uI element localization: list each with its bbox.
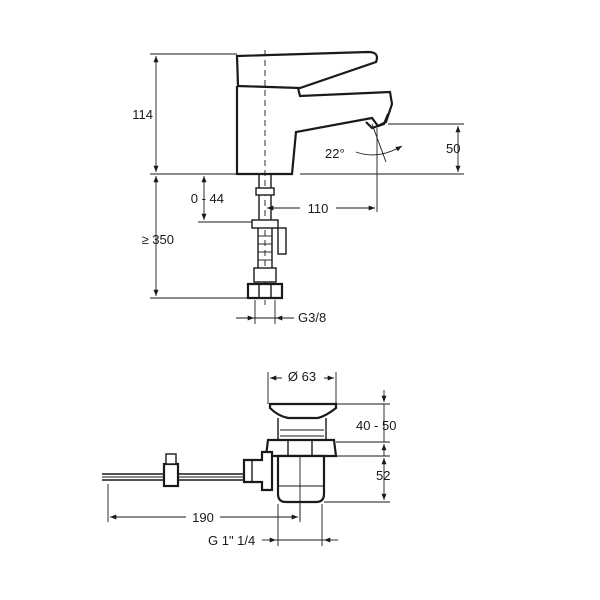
dim-4050-label: 40 - 50 <box>356 418 396 433</box>
dim-d63-label: Ø 63 <box>288 369 316 384</box>
waste-plug <box>268 402 338 420</box>
dim-350-label: ≥ 350 <box>142 232 174 247</box>
lever-handle <box>235 50 379 90</box>
waste-nut <box>264 438 338 458</box>
spout-tip <box>365 113 390 130</box>
dim-044-label: 0 - 44 <box>191 191 224 206</box>
dim-52-label: 52 <box>376 468 390 483</box>
side-connector <box>242 450 274 492</box>
angle-label: 22° <box>325 146 345 161</box>
angle-arc <box>355 145 403 156</box>
faucet-body <box>235 86 394 176</box>
dim-110-label: 110 <box>308 201 329 216</box>
dim-190-label: 190 <box>192 510 214 525</box>
dim-114-label: 114 <box>132 107 153 122</box>
faucet-drawing: 114 ≥ 350 0 - 44 110 50 22° G3/8 <box>132 50 464 325</box>
waste-drawing: Ø 63 40 - 50 52 <box>102 368 396 548</box>
dim-g38-label: G3/8 <box>298 310 326 325</box>
waste-body <box>276 454 326 504</box>
dim-g114-label: G 1" 1/4 <box>208 533 255 548</box>
supply-hose <box>246 174 287 300</box>
dim-50-label: 50 <box>446 141 460 156</box>
rod-clamp <box>162 462 180 488</box>
